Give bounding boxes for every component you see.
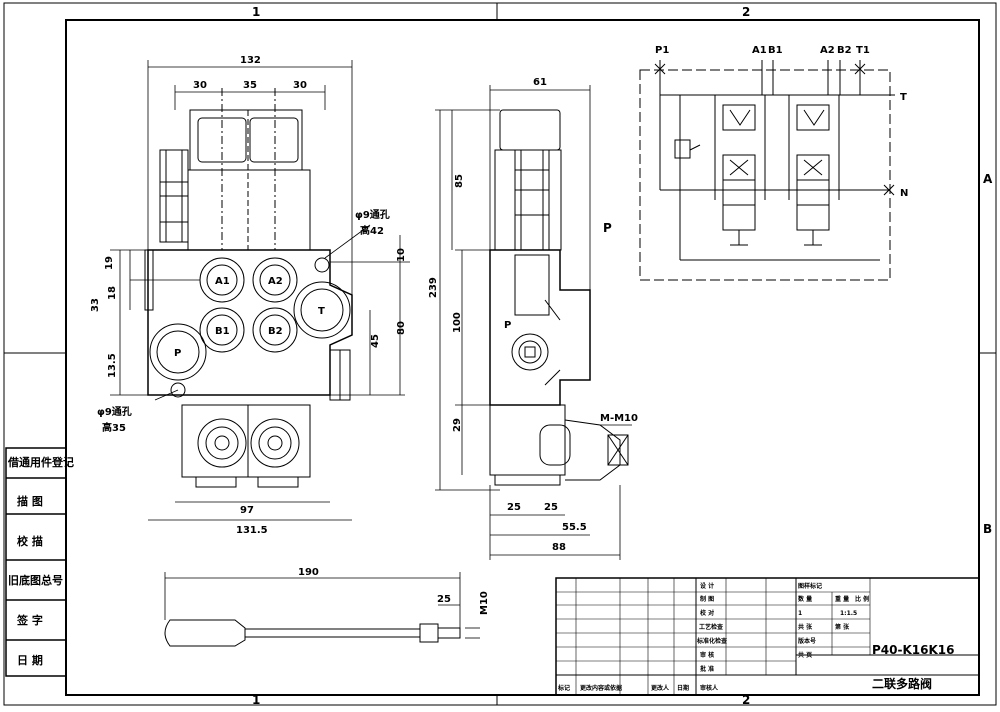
side-table-row-2: 校 描 — [17, 534, 43, 548]
dim-131-5: 131.5 — [236, 525, 268, 536]
side-table-row-3: 旧底图总号 — [8, 573, 63, 587]
side-label-p: P — [603, 221, 612, 235]
tb-qty: 1 — [798, 610, 802, 617]
port-a2-label: A2 — [268, 276, 283, 287]
dim-80: 80 — [396, 321, 407, 335]
tb-right-3: 比 例 — [855, 595, 869, 603]
tb-right-2: 重 量 — [835, 595, 849, 603]
tb-row-4: 标准化检查 — [696, 637, 727, 645]
dim-88: 88 — [552, 542, 566, 553]
hydraulic-schematic: P1 A1 B1 A2 B2 T1 T N — [639, 45, 908, 281]
port-b1-label: B1 — [215, 326, 230, 337]
schematic-b2: B2 — [837, 45, 852, 56]
part-number: P40-K16K16 — [872, 643, 954, 657]
note-through-hole-bottom: φ9通孔 — [97, 405, 132, 418]
valve-section-1 — [714, 95, 766, 246]
tb-right-0: 图样标记 — [798, 582, 822, 590]
dim-33: 33 — [90, 298, 101, 312]
note-through-hole-top: φ9通孔 — [355, 208, 390, 221]
zone-top-1: 1 — [252, 5, 260, 19]
sheet-border: 1 2 1 2 A B — [3, 2, 997, 707]
side-port-p-label: P — [504, 320, 511, 331]
port-b2-label: B2 — [268, 326, 283, 337]
tb-right-6: 版本号 — [797, 637, 816, 645]
dim-100: 100 — [452, 312, 463, 333]
note-height-42: 高42 — [360, 224, 384, 237]
title-block: 设 计 制 图 校 对 工艺检查 标准化检查 审 核 批 准 图样标记 数 量 … — [555, 577, 980, 696]
schematic-a1: A1 — [752, 45, 767, 56]
side-view: P P 61 85 239 100 29 25 25 55.5 — [428, 77, 638, 560]
dim-29: 29 — [452, 418, 463, 432]
tb-scale: 1:1.5 — [840, 610, 857, 617]
tb-row-0: 设 计 — [700, 582, 714, 590]
dim-239: 239 — [428, 277, 439, 298]
tb-right-1: 数 量 — [798, 595, 812, 603]
valve-section-2 — [788, 95, 840, 246]
tb-right-7: 共 页 — [798, 651, 812, 659]
dim-13-5: 13.5 — [107, 353, 118, 378]
dim-55-5: 55.5 — [562, 522, 587, 533]
dim-190: 190 — [298, 567, 319, 578]
dim-25-left: 25 — [507, 502, 521, 513]
tb-right-5: 第 张 — [834, 623, 850, 631]
front-view: A1 A2 B1 B2 T P — [90, 55, 410, 536]
handle-view: 190 25 M10 — [164, 567, 490, 647]
dim-width-132: 132 — [240, 55, 261, 66]
dim-97: 97 — [240, 505, 254, 516]
dim-45: 45 — [370, 334, 381, 348]
dim-25-handle: 25 — [437, 594, 451, 605]
tb-row-6: 批 准 — [700, 665, 714, 673]
zone-top-2: 2 — [742, 5, 750, 19]
schematic-t: T — [900, 92, 907, 103]
schematic-a2: A2 — [820, 45, 835, 56]
port-a1-label: A1 — [215, 276, 230, 287]
thread-m10-handle: M10 — [479, 591, 490, 615]
dim-30-right: 30 — [293, 80, 307, 91]
side-registration-table: 借通用件登记 描 图 校 描 旧底图总号 签 字 日 期 — [5, 447, 74, 677]
tb-row-2: 校 对 — [700, 609, 714, 617]
tb-row-3: 工艺检查 — [699, 623, 723, 631]
schematic-p1: P1 — [655, 45, 669, 56]
tb-right-4: 共 张 — [798, 623, 813, 631]
zone-side-b: B — [983, 522, 992, 536]
dim-30-left: 30 — [193, 80, 207, 91]
tb-row-1: 制 图 — [700, 595, 714, 603]
dim-10: 10 — [396, 248, 407, 262]
side-table-row-5: 日 期 — [17, 653, 43, 667]
note-height-35: 高35 — [102, 421, 126, 434]
schematic-b1: B1 — [768, 45, 783, 56]
tb-bottom-2: 更改人 — [651, 684, 670, 692]
dim-85: 85 — [454, 174, 465, 188]
zone-side-a: A — [983, 172, 993, 186]
side-table-row-0: 借通用件登记 — [7, 455, 74, 469]
port-p-label: P — [174, 348, 181, 359]
zone-bottom-1: 1 — [252, 693, 260, 707]
tb-bottom-1: 更改内容或依据 — [580, 684, 622, 692]
schematic-n: N — [900, 188, 908, 199]
dim-18: 18 — [107, 286, 118, 300]
side-table-row-1: 描 图 — [17, 494, 43, 508]
tb-row-5: 审 核 — [700, 651, 714, 659]
tb-bottom-3: 日期 — [677, 684, 689, 692]
thread-m10-side: M-M10 — [600, 413, 638, 424]
zone-bottom-2: 2 — [742, 693, 750, 707]
part-name: 二联多路阀 — [872, 676, 932, 691]
dim-19: 19 — [104, 256, 115, 270]
tb-bottom-0: 标记 — [557, 684, 570, 692]
tb-bottom-4: 审核人 — [700, 684, 719, 692]
dim-61: 61 — [533, 77, 547, 88]
schematic-t1: T1 — [856, 45, 870, 56]
dim-35: 35 — [243, 80, 257, 91]
side-table-row-4: 签 字 — [16, 613, 43, 627]
dim-25-right: 25 — [544, 502, 558, 513]
port-t-label: T — [318, 306, 325, 317]
